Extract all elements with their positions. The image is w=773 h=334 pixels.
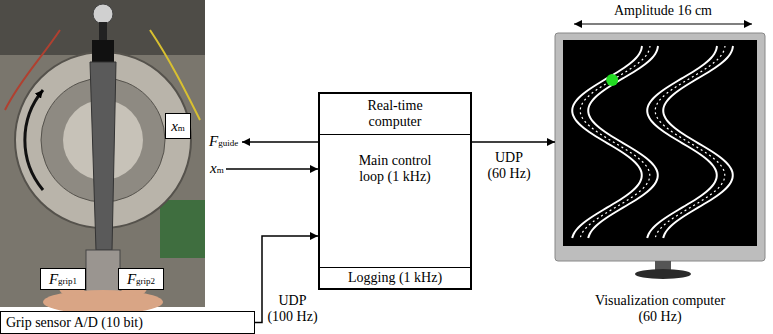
monitor-node: Visualization computer (60 Hz) [555,33,765,325]
photo-ground [0,0,205,307]
monitor-bezel [555,33,765,261]
force-label: Fguide [209,133,238,151]
node-text: Logging (1 kHz) [320,267,470,288]
node-text: Grip sensor A/D (10 bit) [6,315,143,331]
link-label: UDP (60 Hz) [486,150,532,182]
force-tag: Fgrip2 [118,268,164,290]
lever [90,62,116,250]
top-knob [93,4,113,24]
computer-box: Real-time computerMain control loop (1 k… [318,92,472,290]
track-curve [588,46,658,238]
track-curve [647,46,717,238]
dimension-label: Amplitude 16 cm [590,3,736,19]
position-arrow [226,168,318,170]
monitor-base [635,269,691,279]
clamp-block [92,40,114,62]
rotation-arrow [25,90,43,190]
cursor-dot [606,74,618,86]
node-text: Main control loop (1 kHz) [320,135,470,267]
dimension-arrow [574,23,752,24]
node-text: Fgrip2 [127,272,155,287]
position-tag: xm [165,113,191,139]
track-curve [572,46,642,238]
monitor-picture [555,33,765,279]
node-text: Visualization computer (60 Hz) [590,293,730,325]
connector [472,141,555,143]
force-arrow [242,141,318,143]
node-text: xm [171,119,185,134]
circuit-board [160,200,205,258]
track-curve [663,46,733,238]
position-label: xm [210,160,224,178]
node-text: Fgrip1 [49,272,77,287]
sensor-box: Grip sensor A/D (10 bit) [0,311,255,334]
monitor-screen [563,40,757,246]
link-label: UDP (100 Hz) [266,293,319,325]
track-curves [572,46,733,238]
node-text: Real-time computer [320,94,470,135]
device-photo [0,0,205,314]
force-tag: Fgrip1 [40,268,86,290]
track-curve [655,46,725,238]
track-curve [580,46,650,238]
